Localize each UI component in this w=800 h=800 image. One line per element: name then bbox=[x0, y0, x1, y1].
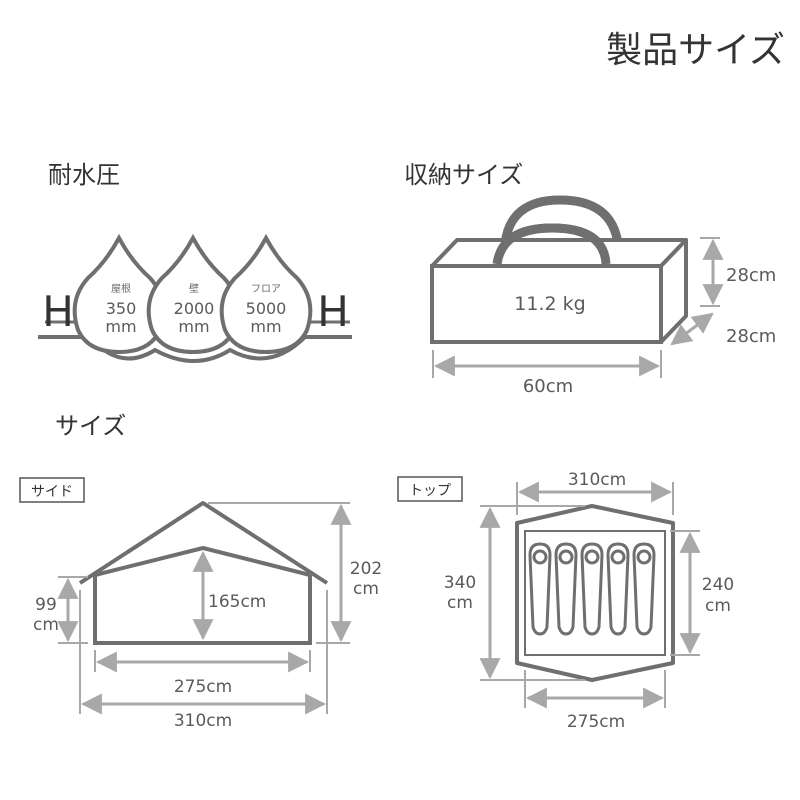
storage-width-label: 60cm bbox=[523, 376, 573, 397]
water-pressure-graphic bbox=[38, 233, 352, 363]
drop-floor bbox=[219, 233, 313, 355]
storage-height-label: 28cm bbox=[726, 265, 776, 286]
top-outer-width: 310cm bbox=[568, 470, 626, 490]
side-view-tag bbox=[19, 477, 85, 503]
storage-depth-label: 28cm bbox=[726, 326, 776, 347]
drop-roof-label: 屋根 bbox=[111, 282, 131, 295]
side-inner-height: 165cm bbox=[208, 592, 266, 612]
side-outer-width: 310cm bbox=[174, 711, 232, 731]
top-view-graphic bbox=[515, 504, 675, 682]
page-title: 製品サイズ bbox=[606, 30, 785, 71]
drop-floor-unit: mm bbox=[250, 317, 281, 336]
drop-roof bbox=[72, 233, 166, 355]
marker-right: H bbox=[317, 287, 349, 336]
storage-heading: 収納サイズ bbox=[404, 161, 523, 189]
drop-roof-unit: mm bbox=[105, 317, 136, 336]
storage-weight: 11.2 kg bbox=[514, 293, 585, 315]
drop-wall-label: 壁 bbox=[189, 282, 199, 295]
top-inner-width: 275cm bbox=[567, 712, 625, 732]
side-view-label: サイド bbox=[31, 484, 73, 500]
side-view-dimension-lines bbox=[57, 502, 352, 715]
side-total-height: 202 bbox=[350, 559, 382, 579]
side-wall-height: 99 bbox=[35, 595, 57, 615]
drop-wall-value: 2000 bbox=[174, 299, 215, 318]
top-view-label: トップ bbox=[409, 483, 451, 499]
top-inner-depth-unit: cm bbox=[705, 596, 731, 616]
top-outer-depth: 340 bbox=[444, 573, 476, 593]
storage-dimension-lines bbox=[432, 237, 724, 378]
drop-wall bbox=[146, 233, 240, 355]
marker-left: H bbox=[42, 287, 74, 336]
size-heading: サイズ bbox=[55, 412, 126, 440]
side-inner-width: 275cm bbox=[174, 677, 232, 697]
top-outer-depth-unit: cm bbox=[447, 593, 473, 613]
sleeping-bags bbox=[528, 542, 656, 636]
side-wall-height-unit: cm bbox=[33, 615, 59, 635]
top-inner-depth: 240 bbox=[702, 575, 734, 595]
side-total-height-unit: cm bbox=[353, 579, 379, 599]
top-view-tag bbox=[397, 476, 463, 502]
storage-bag-graphic bbox=[430, 195, 688, 344]
drop-floor-label: フロア bbox=[251, 284, 281, 295]
drop-roof-value: 350 bbox=[106, 299, 137, 318]
side-view-graphic bbox=[78, 501, 329, 645]
top-view-dimension-lines bbox=[479, 481, 701, 709]
drop-wall-unit: mm bbox=[178, 317, 209, 336]
water-pressure-heading: 耐水圧 bbox=[48, 161, 120, 189]
drop-floor-value: 5000 bbox=[246, 299, 287, 318]
